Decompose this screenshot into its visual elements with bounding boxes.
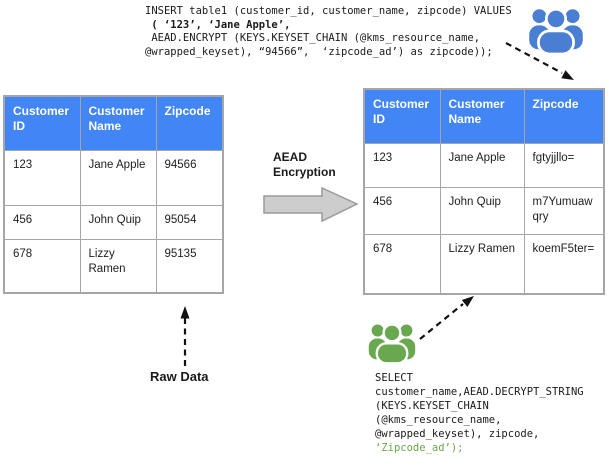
cell-customer-name: Lizzy Ramen [439, 233, 525, 295]
insert-sql-line-values: ( ‘123’, ‘Jane Apple’, [145, 18, 291, 31]
cell-customer-name: Lizzy Ramen [79, 238, 157, 294]
select-sql-line: (KEYS.KEYSET_CHAIN [375, 400, 489, 412]
encryption-block-arrow [263, 186, 359, 223]
raw-header-customer-id: Customer ID [3, 95, 81, 151]
insert-sql-code: INSERT table1 (customer_id, customer_nam… [145, 5, 512, 59]
cell-encrypted-zipcode: m7Yumuawqry [523, 186, 605, 235]
select-sql-line: (@kms_resource_name, [375, 414, 502, 426]
select-sql-code: SELECT customer_name,AEAD.DECRYPT_STRING… [375, 371, 584, 455]
cell-encrypted-zipcode: koemF5ter= [523, 233, 605, 295]
raw-data-pointer-arrow [180, 306, 190, 366]
raw-header-zipcode: Zipcode [155, 95, 224, 151]
aead-encryption-label: AEAD Encryption [273, 150, 336, 179]
cell-zipcode: 95054 [155, 204, 224, 240]
table-header-row: Customer ID Customer Name Zipcode [3, 95, 224, 151]
cell-customer-id: 456 [3, 204, 81, 240]
select-sql-line: SELECT [375, 372, 413, 384]
cell-customer-name: John Quip [79, 204, 157, 240]
cell-zipcode: 94566 [155, 149, 224, 206]
cell-customer-name: Jane Apple [79, 149, 157, 206]
raw-data-table: Customer ID Customer Name Zipcode 123 Ja… [3, 95, 224, 294]
cell-customer-id: 123 [3, 149, 81, 206]
select-sql-line: @wrapped_keyset), zipcode, [375, 428, 540, 440]
cell-customer-name: Jane Apple [439, 142, 525, 188]
cell-customer-id: 678 [3, 238, 81, 294]
select-sql-line: customer_name,AEAD.DECRYPT_STRING [375, 386, 584, 398]
select-flow-dashed-arrow [419, 296, 474, 340]
table-row: 123 Jane Apple fgtyjjllo= [363, 142, 605, 188]
table-row: 678 Lizzy Ramen 95135 [3, 238, 224, 294]
table-row: 456 John Quip m7Yumuawqry [363, 186, 605, 235]
enc-header-customer-name: Customer Name [439, 88, 525, 144]
raw-data-label: Raw Data [150, 369, 209, 384]
insert-sql-line: INSERT table1 (customer_id, customer_nam… [145, 5, 512, 17]
insert-sql-line: @wrapped_keyset), “94566”, ‘zipcode_ad’)… [145, 45, 493, 58]
table-row: 678 Lizzy Ramen koemF5ter= [363, 233, 605, 295]
select-sql-highlighted-line: ‘Zipcode_ad’); [375, 442, 464, 454]
encrypted-data-table: Customer ID Customer Name Zipcode 123 Ja… [363, 88, 605, 295]
enc-header-zipcode: Zipcode [523, 88, 605, 144]
cell-customer-name: John Quip [439, 186, 525, 235]
users-group-blue-icon [529, 7, 583, 54]
cell-zipcode: 95135 [155, 238, 224, 294]
cell-customer-id: 123 [363, 142, 441, 188]
table-row: 456 John Quip 95054 [3, 204, 224, 240]
insert-sql-line: AEAD.ENCRYPT (KEYS.KEYSET_CHAIN (@kms_re… [145, 32, 481, 44]
raw-header-customer-name: Customer Name [79, 95, 157, 151]
cell-customer-id: 678 [363, 233, 441, 295]
cell-customer-id: 456 [363, 186, 441, 235]
table-row: 123 Jane Apple 94566 [3, 149, 224, 206]
users-group-green-icon [368, 323, 416, 365]
enc-header-customer-id: Customer ID [363, 88, 441, 144]
cell-encrypted-zipcode: fgtyjjllo= [523, 142, 605, 188]
table-header-row: Customer ID Customer Name Zipcode [363, 88, 605, 144]
